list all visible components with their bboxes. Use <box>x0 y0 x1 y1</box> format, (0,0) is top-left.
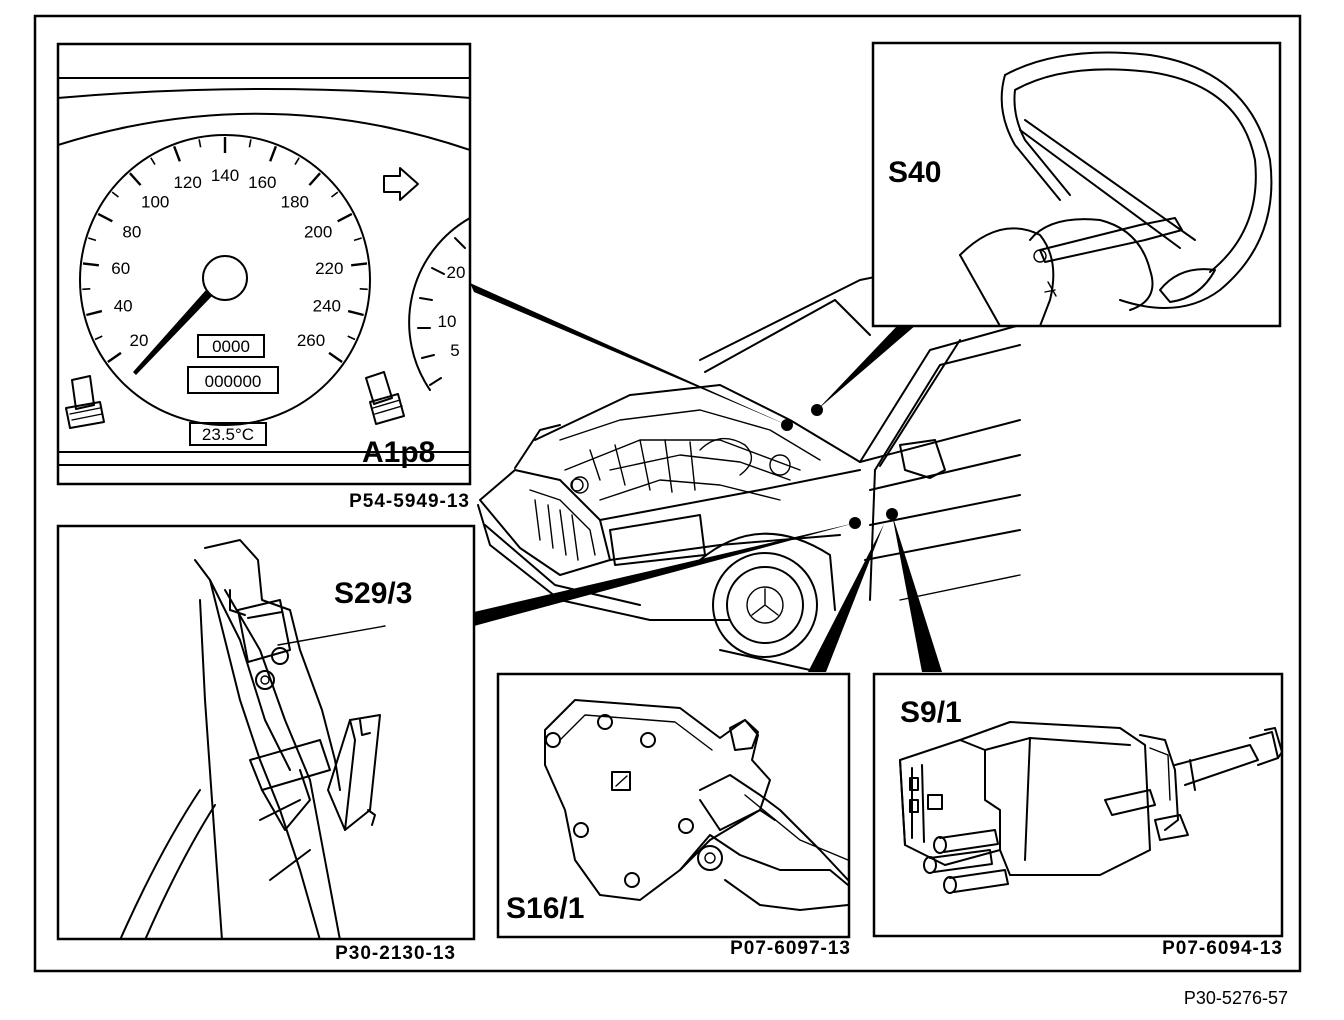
indicator-bulb-right-icon <box>365 371 405 425</box>
panel-hood-switch: S29/3 <box>56 524 476 941</box>
figure-id: P30-5276-57 <box>1184 988 1288 1008</box>
odometer-display: 000000 <box>205 372 262 391</box>
contact-square-icon <box>611 771 631 791</box>
leader-brake-switch <box>892 514 942 672</box>
speedometer-tick <box>173 145 181 162</box>
speedometer-tick-label: 140 <box>211 166 239 185</box>
speedometer-tick <box>88 237 97 242</box>
speedometer-tick <box>331 191 339 198</box>
speedometer-dial <box>79 134 371 426</box>
panel-door-switch: S16/1 <box>496 672 851 939</box>
cluster-label: A1p8 <box>362 436 435 469</box>
speedometer-tick <box>269 145 277 162</box>
speedometer-tick <box>337 212 353 223</box>
speedometer-tick <box>82 262 99 267</box>
trip-display: 0000 <box>212 337 250 356</box>
door-switch-ref: P07-6097-13 <box>730 938 851 959</box>
speedometer-tick <box>248 139 252 148</box>
temperature-frame <box>189 422 267 446</box>
trip-display-frame <box>197 334 265 358</box>
speedometer-tick-label: 260 <box>297 331 325 350</box>
door-switch-label: S16/1 <box>506 892 584 925</box>
leader-steering <box>817 325 916 410</box>
speedometer-tick <box>129 172 142 186</box>
brake-switch-label: S9/1 <box>900 696 962 729</box>
speedometer-tick <box>328 351 343 364</box>
tachometer-tick-label: 20 <box>447 263 466 282</box>
speedometer-tick-label: 160 <box>248 173 276 192</box>
speedometer-tick <box>94 335 103 341</box>
speedometer-tick-label: 120 <box>173 173 201 192</box>
speedometer-tick <box>150 157 156 166</box>
brake-switch-ref: P07-6094-13 <box>1162 938 1283 959</box>
speedometer-tick-label: 20 <box>130 331 149 350</box>
tachometer-dial <box>408 217 469 391</box>
tachometer-labels: 20 10 5 <box>438 263 466 360</box>
speedometer-tick-label: 80 <box>122 223 141 242</box>
speedometer-tick <box>198 139 202 148</box>
panel-steering-wheel: S40 <box>871 41 1282 328</box>
odometer-frame <box>187 366 279 394</box>
cluster-ref: P54-5949-13 <box>349 491 470 512</box>
speedometer-ticks <box>82 137 368 364</box>
speedometer-tick-label: 240 <box>313 297 341 316</box>
speedometer-needle <box>133 290 212 375</box>
speedometer-tick <box>359 288 368 291</box>
leader-cluster <box>470 283 787 425</box>
speedometer-tick <box>353 237 362 242</box>
car-illustration <box>477 249 1021 671</box>
hood-switch-ref: P30-2130-13 <box>335 943 456 964</box>
speedometer-tick-label: 220 <box>315 259 343 278</box>
speedometer-tick-label: 200 <box>304 223 332 242</box>
tachometer-ticks <box>417 237 466 386</box>
turn-signal-arrow-icon <box>383 167 419 201</box>
panel-brake-light-switch: S9/1 <box>872 672 1284 938</box>
speedometer-tick <box>347 309 364 317</box>
speedometer-tick <box>308 172 321 186</box>
speedometer-tick <box>86 309 103 317</box>
speedometer-tick-label: 60 <box>111 259 130 278</box>
outer-frame <box>33 14 1302 973</box>
speedometer-tick-label: 100 <box>141 193 169 212</box>
speedometer-hub <box>202 255 248 301</box>
steering-label: S40 <box>888 156 941 189</box>
hood-switch-pointer <box>277 625 386 646</box>
leader-hood-switch <box>474 523 855 626</box>
speedometer-tick <box>294 157 300 166</box>
speedometer-tick <box>97 212 113 223</box>
speedometer-tick <box>351 262 368 267</box>
cruise-control-lever-icon <box>1039 217 1183 263</box>
speedometer-tick <box>347 335 356 341</box>
hood-switch-label: S29/3 <box>334 577 412 610</box>
speedometer-tick <box>111 191 119 198</box>
tachometer-tick-label: 10 <box>438 312 457 331</box>
speedometer-tick-label: 40 <box>114 297 133 316</box>
leader-lines <box>470 283 942 672</box>
leader-door-switch <box>808 524 884 672</box>
speedometer-tick-label: 180 <box>281 193 309 212</box>
indicator-bulb-left-icon <box>65 375 105 429</box>
tachometer-tick-label: 5 <box>450 341 459 360</box>
speedometer-tick <box>107 351 122 364</box>
temperature-display: 23.5°C <box>202 425 254 444</box>
speedometer-tick <box>82 288 91 291</box>
